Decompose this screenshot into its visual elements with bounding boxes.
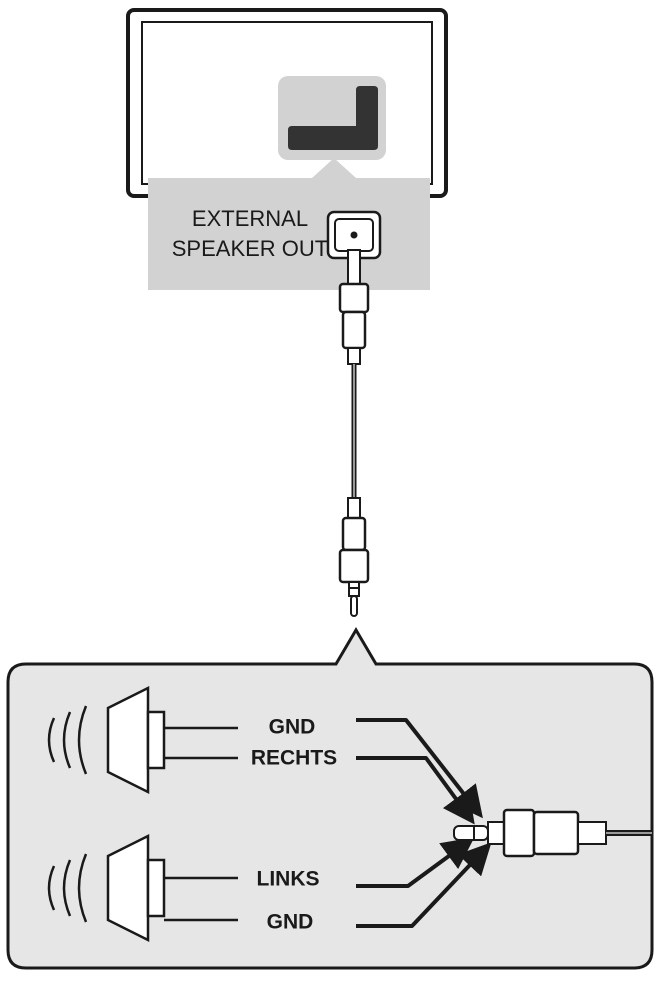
speaker-magnet — [146, 710, 166, 770]
port-icon — [288, 86, 378, 150]
speaker-plug — [453, 808, 652, 858]
device — [126, 8, 448, 198]
speaker-cone-icon — [106, 685, 150, 795]
sound-waves-icon — [47, 853, 88, 923]
sound-waves-icon — [47, 705, 88, 775]
wire-label-gnd-bottom: GND — [267, 911, 314, 934]
speaker-panel — [6, 627, 654, 970]
wire-label-links: LINKS — [257, 868, 320, 891]
wire-label-rechts: RECHTS — [251, 747, 337, 770]
speaker-left: LINKS GND — [47, 833, 320, 943]
wire-label-gnd-top: GND — [269, 716, 316, 739]
port-label-line2: SPEAKER OUT — [172, 236, 328, 261]
speaker-right: GND RECHTS — [47, 685, 337, 795]
port-label-line1: EXTERNAL — [192, 206, 308, 231]
speaker-cone-icon — [106, 833, 150, 943]
wire-arrows — [356, 718, 492, 928]
speaker-magnet — [146, 858, 166, 918]
audio-cable — [338, 249, 370, 617]
